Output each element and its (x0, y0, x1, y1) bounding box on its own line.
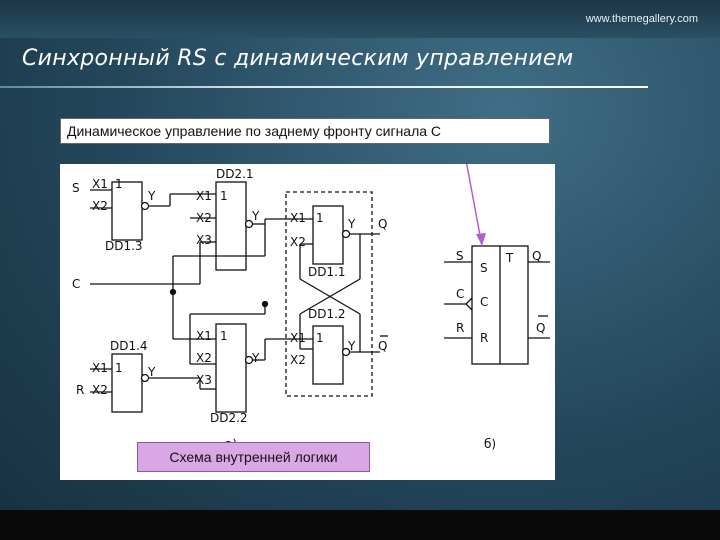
dd1-latch-box (285, 191, 373, 397)
label-x2-dd21: X2 (196, 211, 212, 225)
label-1-dd12: 1 (316, 331, 324, 345)
tt-label-qbar: Q (536, 321, 545, 335)
label-1-dd11: 1 (316, 211, 324, 225)
label-dd11: DD1.1 (308, 265, 346, 279)
header-url[interactable]: www.themegallery.com (585, 13, 698, 25)
label-dd13: DD1.3 (105, 239, 143, 253)
label-dd12: DD1.2 (308, 307, 346, 321)
tt-label-r: R (456, 321, 464, 335)
tt-box-c: C (480, 295, 488, 309)
label-x2-dd11: X2 (290, 235, 306, 249)
header-bar: www.themegallery.com (0, 0, 720, 38)
tt-label-s: S (456, 249, 464, 263)
label-1-dd21: 1 (220, 189, 228, 203)
gate-dd12 (312, 325, 344, 385)
label-s: S (72, 181, 80, 195)
label-x1-dd14: X1 (92, 361, 108, 375)
label-b: б) (484, 437, 496, 451)
label-x2-dd12: X2 (290, 353, 306, 367)
label-y-dd12: Y (347, 339, 356, 353)
tt-box-s: S (480, 261, 488, 275)
label-dd14: DD1.4 (110, 339, 148, 353)
label-y-dd21: Y (251, 209, 260, 223)
diagram-panel: S X1 1 Y X2 DD1.3 DD2.1 X1 1 X2 X3 Y X1 … (60, 164, 555, 480)
circuit-diagram: S X1 1 Y X2 DD1.3 DD2.1 X1 1 X2 X3 Y X1 … (72, 164, 550, 451)
label-x1-dd13: X1 (92, 177, 108, 191)
label-x1-dd22: X1 (196, 329, 212, 343)
gate-dd14 (111, 353, 143, 413)
label-x1-dd11: X1 (290, 211, 306, 225)
label-x2-dd22: X2 (196, 351, 212, 365)
label-x1-dd21: X1 (196, 189, 212, 203)
label-1-dd13: 1 (115, 177, 123, 191)
tt-label-c: C (456, 287, 464, 301)
caption-box: Схема внутренней логики (137, 442, 370, 472)
title-divider (0, 86, 648, 88)
label-y-dd11: Y (347, 217, 356, 231)
label-x3-dd22: X3 (196, 373, 212, 387)
label-y-dd14: Y (147, 365, 156, 379)
slide-title: Синхронный RS с динамическим управлением (22, 46, 574, 71)
label-q: Q (378, 217, 387, 231)
label-1-dd14: 1 (115, 361, 123, 375)
tt-box-r: R (480, 331, 488, 345)
label-dd21: DD2.1 (216, 167, 254, 181)
gate-dd13 (111, 181, 143, 241)
note-box: Динамическое управление по заднему фронт… (60, 118, 550, 144)
label-r: R (76, 383, 84, 397)
label-x3-dd21: X3 (196, 233, 212, 247)
gate-dd22 (215, 323, 247, 413)
tt-label-t: T (505, 251, 514, 265)
label-1-dd22: 1 (220, 329, 228, 343)
label-c: C (72, 277, 80, 291)
highlight-arrow (465, 164, 486, 247)
label-y-dd13: Y (147, 189, 156, 203)
tt-label-q: Q (532, 249, 541, 263)
label-qbar: Q (378, 339, 387, 353)
label-dd22: DD2.2 (210, 411, 248, 425)
label-x2-dd14: X2 (92, 383, 108, 397)
label-y-dd22: Y (251, 351, 260, 365)
label-x2-dd13: X2 (92, 199, 108, 213)
label-x1-dd12: X1 (290, 331, 306, 345)
footer-bar (0, 510, 720, 540)
